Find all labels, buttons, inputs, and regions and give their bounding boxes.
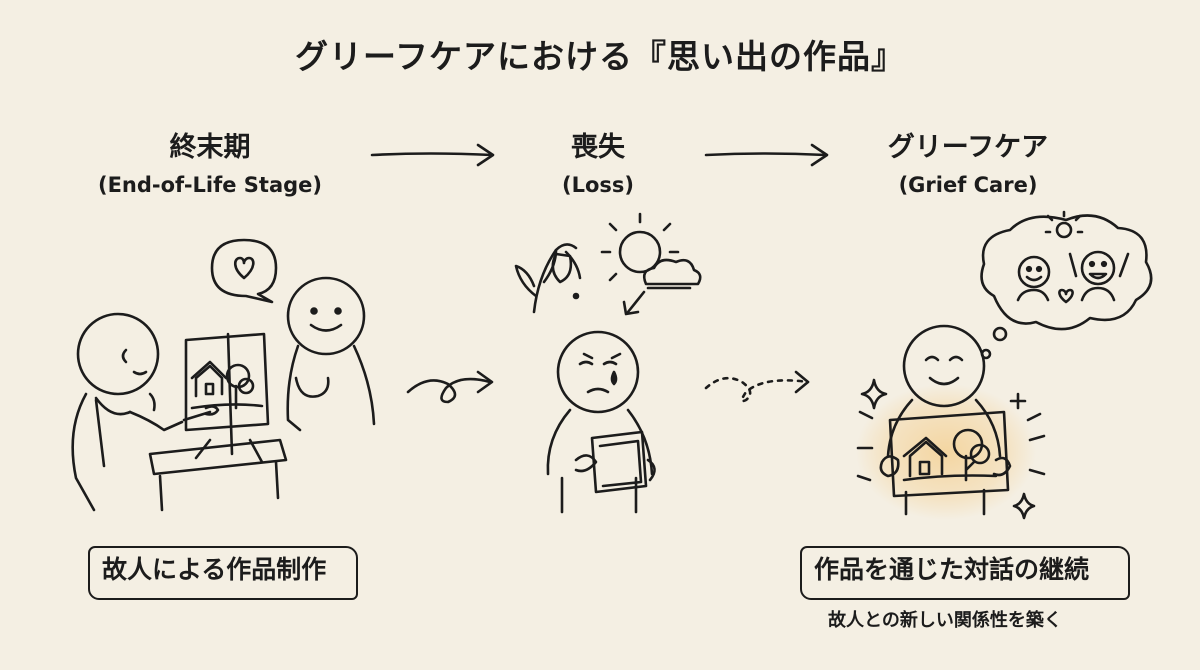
stage-loss-jp: 喪失 [571, 132, 625, 163]
speech-bubble-heart-icon [210, 238, 278, 304]
wilting-flower-icon [514, 243, 582, 314]
table [148, 438, 288, 512]
easel-with-painting [184, 332, 270, 464]
sun-cloud-icon [600, 212, 702, 290]
smiling-figure [879, 324, 1012, 516]
diagram-title: グリーフケアにおける『思い出の作品』 [294, 37, 906, 76]
stage-end-of-life-en: (End-of-Life Stage) [97, 173, 323, 197]
stage-end-of-life-jp: 終末期 [169, 132, 251, 163]
flow-arrow-center-to-right [704, 370, 810, 403]
left-box-frame [88, 546, 358, 600]
grief-care-caption: 故人との新しい関係性を築く [828, 610, 1062, 631]
sad-figure [546, 330, 656, 514]
right-box-frame [800, 546, 1130, 600]
arrow-loss-to-grief-care [704, 143, 829, 167]
companion-figure [286, 276, 376, 432]
scene-grieving-person [514, 212, 702, 514]
scene-artist-painting [71, 238, 376, 512]
warm-glow [856, 384, 1036, 520]
stage-grief-care-jp: グリーフケア [887, 132, 1049, 163]
patient-figure [71, 312, 220, 512]
left-box-label: 故人による作品制作 [102, 555, 327, 584]
stage-grief-care: グリーフケア (Grief Care) [818, 130, 1118, 200]
sparkle-icons [856, 378, 1046, 520]
down-arrow-icon [622, 290, 646, 316]
scene-grief-care [856, 210, 1153, 520]
flow-arrow-left-to-center [406, 370, 494, 404]
stage-loss-en: (Loss) [561, 173, 634, 197]
stage-end-of-life: 終末期 (End-of-Life Stage) [60, 130, 360, 200]
thought-cloud-memory-icon [980, 210, 1153, 360]
stage-grief-care-en: (Grief Care) [898, 173, 1038, 197]
right-box-label: 作品を通じた対話の継続 [814, 555, 1090, 584]
stage-loss: 喪失 (Loss) [448, 130, 748, 200]
arrow-end-of-life-to-loss [370, 143, 495, 167]
